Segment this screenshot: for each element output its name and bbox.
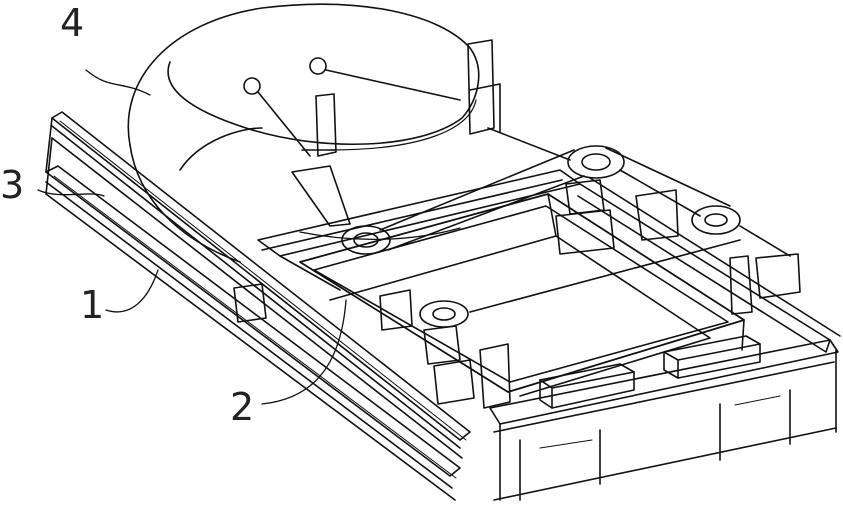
leader-1 [105, 269, 159, 313]
callout-2: 2 [230, 385, 255, 429]
part-4-basin [127, 3, 480, 263]
brackets-and-arms [233, 39, 801, 409]
leader-4 [85, 69, 151, 96]
guide-blocks [539, 335, 761, 409]
leader-lines [37, 69, 347, 405]
leader-2 [261, 299, 347, 405]
front-box-frame [489, 339, 839, 501]
pulley-system [341, 127, 791, 328]
rear-frame [257, 169, 841, 353]
callout-3: 3 [0, 163, 25, 207]
callout-1: 1 [80, 283, 105, 327]
leader-3 [37, 189, 105, 197]
part-3-twin-rails [45, 111, 471, 501]
callout-4: 4 [60, 1, 85, 45]
part-2-carriage [299, 193, 745, 397]
